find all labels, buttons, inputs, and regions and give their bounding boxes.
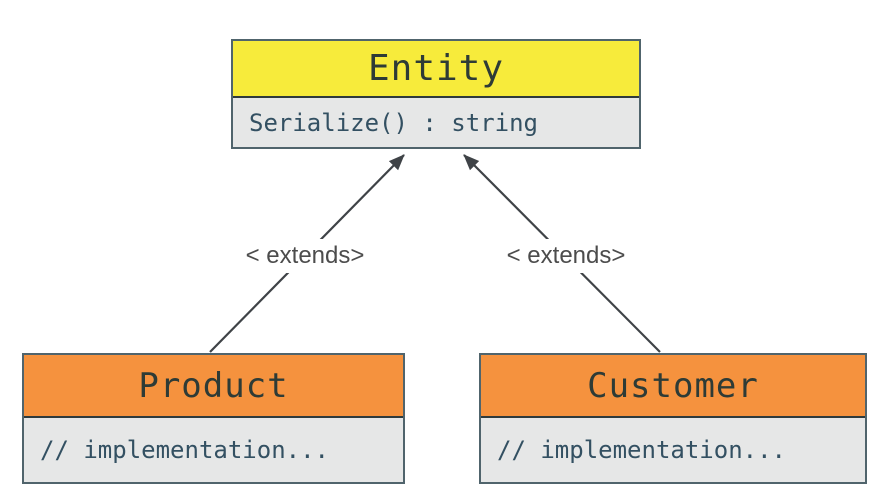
class-member-entity: Serialize() : string — [249, 108, 538, 137]
class-body-product: // implementation... — [24, 418, 403, 482]
class-body-entity: Serialize() : string — [233, 98, 639, 147]
class-header-customer: Customer — [481, 355, 865, 418]
class-member-customer: // implementation... — [497, 436, 786, 464]
class-name-customer: Customer — [587, 365, 759, 406]
class-name-product: Product — [138, 365, 289, 406]
class-box-customer: Customer // implementation... — [479, 353, 867, 484]
class-body-customer: // implementation... — [481, 418, 865, 482]
class-header-entity: Entity — [233, 41, 639, 98]
extends-label-product: < extends> — [236, 239, 374, 273]
class-name-entity: Entity — [367, 48, 505, 89]
class-box-product: Product // implementation... — [22, 353, 405, 484]
class-header-product: Product — [24, 355, 403, 418]
extends-label-customer: < extends> — [497, 239, 635, 273]
class-member-product: // implementation... — [40, 436, 329, 464]
class-box-entity: Entity Serialize() : string — [231, 39, 641, 149]
